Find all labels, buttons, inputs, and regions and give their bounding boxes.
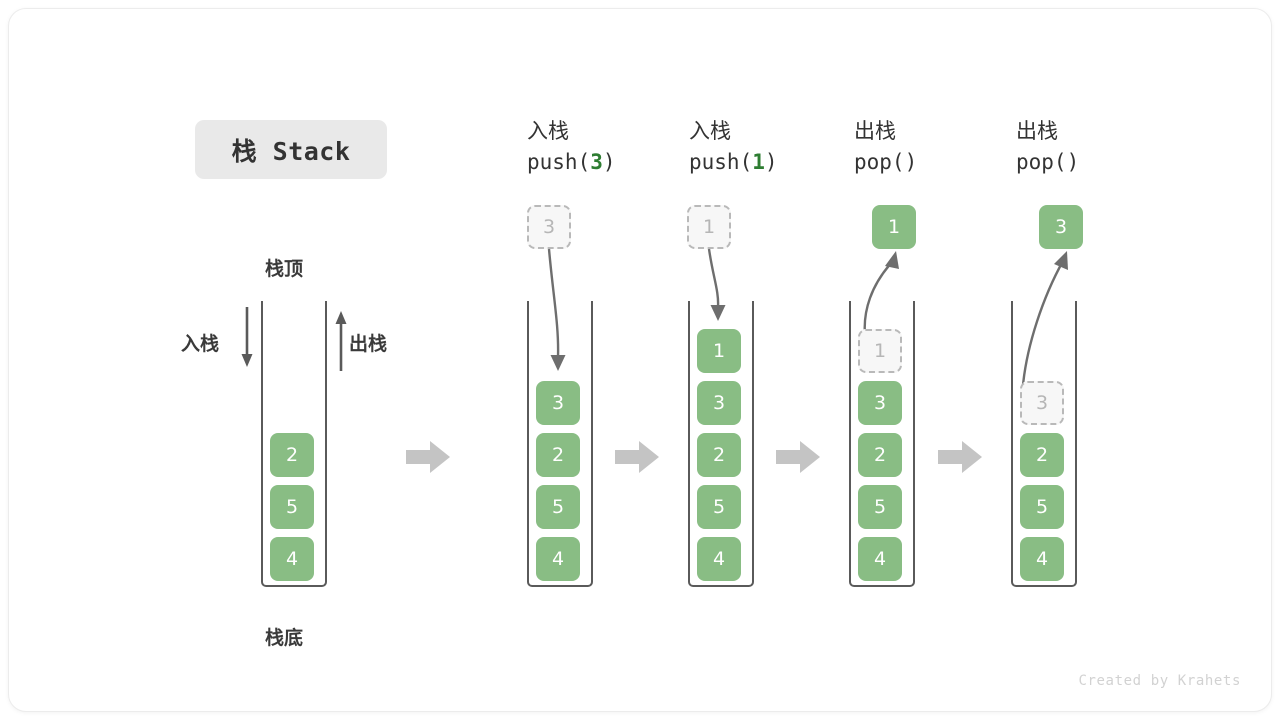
stack-element: 2 xyxy=(270,433,314,477)
stack-column-push-3: 3 2 5 4 xyxy=(536,381,580,581)
stack-element: 4 xyxy=(270,537,314,581)
stack-frame-initial xyxy=(261,301,327,587)
stack-top-label: 栈顶 xyxy=(265,258,304,280)
stack-element: 4 xyxy=(536,537,580,581)
stack-element: 2 xyxy=(697,433,741,477)
code-prefix: push( xyxy=(527,150,591,174)
stack-element: 5 xyxy=(858,485,902,529)
push-legend-label: 入栈 xyxy=(181,333,220,355)
stack-element-removed: 1 xyxy=(858,329,902,373)
stack-column-initial: 2 5 4 xyxy=(270,433,314,581)
stack-element: 4 xyxy=(858,537,902,581)
stack-element: 1 xyxy=(697,329,741,373)
stack-title-text: 栈 Stack xyxy=(231,136,351,166)
floating-element-push-1: 1 xyxy=(687,205,731,249)
step-header-pop-3: 出栈 pop() xyxy=(1016,116,1196,178)
arrow-right-block-icon xyxy=(615,439,659,475)
stack-element: 2 xyxy=(536,433,580,477)
arrow-down-icon xyxy=(237,307,257,371)
floating-element-pop-1: 1 xyxy=(872,205,916,249)
stack-element: 4 xyxy=(697,537,741,581)
diagram-card: 栈 Stack 栈顶 栈底 入栈 出栈 2 5 4 入栈 xyxy=(8,8,1272,712)
code-prefix: pop( xyxy=(854,150,905,174)
code-suffix: ) xyxy=(764,150,778,174)
push-motion-arrow-icon xyxy=(687,245,757,335)
code-suffix: ) xyxy=(904,150,918,174)
stack-element: 5 xyxy=(270,485,314,529)
pop-legend-label: 出栈 xyxy=(349,333,388,355)
stack-element: 5 xyxy=(1020,485,1064,529)
stack-bottom-label: 栈底 xyxy=(265,627,304,649)
floating-element-pop-3: 3 xyxy=(1039,205,1083,249)
stack-element: 4 xyxy=(1020,537,1064,581)
stack-frame-push-3 xyxy=(527,301,593,587)
step-header-push-3: 入栈 push(3) xyxy=(527,116,707,178)
step-header-code: push(1) xyxy=(689,146,869,178)
stack-element: 5 xyxy=(697,485,741,529)
stack-element-removed: 3 xyxy=(1020,381,1064,425)
stack-element: 3 xyxy=(536,381,580,425)
stack-frame-pop-3 xyxy=(1011,301,1077,587)
stack-element: 3 xyxy=(697,381,741,425)
code-suffix: ) xyxy=(1066,150,1080,174)
stack-element: 2 xyxy=(858,433,902,477)
pop-motion-arrow-icon xyxy=(849,249,919,339)
step-header-title: 出栈 xyxy=(1016,119,1058,143)
step-header-title: 入栈 xyxy=(689,119,731,143)
floating-element-push-3: 3 xyxy=(527,205,571,249)
stack-column-push-1: 1 3 2 5 4 xyxy=(697,329,741,581)
arrow-up-icon xyxy=(331,307,351,371)
pop-motion-arrow-icon xyxy=(1009,249,1089,389)
step-header-code: pop() xyxy=(1016,146,1196,178)
code-suffix: ) xyxy=(602,150,616,174)
stack-element: 3 xyxy=(858,381,902,425)
arrow-right-block-icon xyxy=(938,439,982,475)
arrow-right-block-icon xyxy=(776,439,820,475)
stack-column-pop-1: 1 3 2 5 4 xyxy=(858,329,902,581)
step-header-code: pop() xyxy=(854,146,1034,178)
code-prefix: push( xyxy=(689,150,753,174)
code-arg: 3 xyxy=(590,150,603,174)
step-header-title: 入栈 xyxy=(527,119,569,143)
stack-title-badge: 栈 Stack xyxy=(195,120,387,179)
stack-frame-pop-1 xyxy=(849,301,915,587)
code-prefix: pop( xyxy=(1016,150,1067,174)
step-header-title: 出栈 xyxy=(854,119,896,143)
step-header-code: push(3) xyxy=(527,146,707,178)
stack-column-pop-3: 3 2 5 4 xyxy=(1020,381,1064,581)
stack-element: 2 xyxy=(1020,433,1064,477)
step-header-push-1: 入栈 push(1) xyxy=(689,116,869,178)
watermark-credit: Created by Krahets xyxy=(1078,673,1241,689)
step-header-pop-1: 出栈 pop() xyxy=(854,116,1034,178)
stack-element: 5 xyxy=(536,485,580,529)
stack-frame-push-1 xyxy=(688,301,754,587)
push-motion-arrow-icon xyxy=(527,245,597,385)
arrow-right-block-icon xyxy=(406,439,450,475)
code-arg: 1 xyxy=(752,150,765,174)
